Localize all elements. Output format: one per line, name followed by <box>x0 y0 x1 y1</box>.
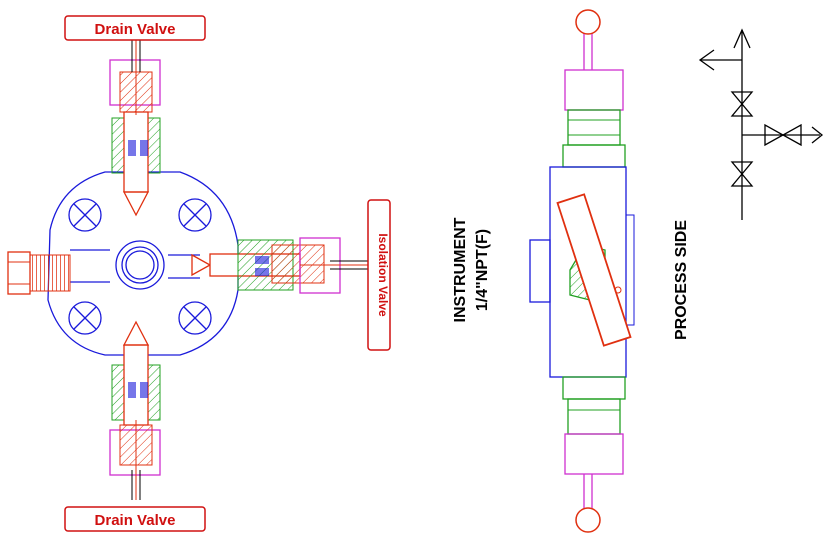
process-side-label: PROCESS SIDE <box>673 220 690 340</box>
isolation-valve-label: Isolation Valve <box>376 233 390 317</box>
drain-valve-bottom-label-box: Drain Valve <box>64 506 206 532</box>
drain-valve-top <box>109 40 161 217</box>
isolation-valve <box>191 237 370 294</box>
instrument-thread-label: 1/4"NPT(F) <box>474 229 491 311</box>
drain-valve-top-label-box: Drain Valve <box>64 15 206 41</box>
isolation-valve-label-box: Isolation Valve <box>367 199 391 351</box>
drain-valve-bottom-label: Drain Valve <box>95 512 176 529</box>
drain-valve-bottom <box>109 320 161 500</box>
manifold-body <box>47 171 239 356</box>
instrument-label: INSTRUMENT <box>452 217 469 322</box>
valve-schematic <box>698 28 824 220</box>
drain-valve-top-label: Drain Valve <box>95 21 176 38</box>
side-view <box>529 9 635 533</box>
instrument-plug <box>7 251 71 295</box>
sectional-view <box>7 40 370 500</box>
